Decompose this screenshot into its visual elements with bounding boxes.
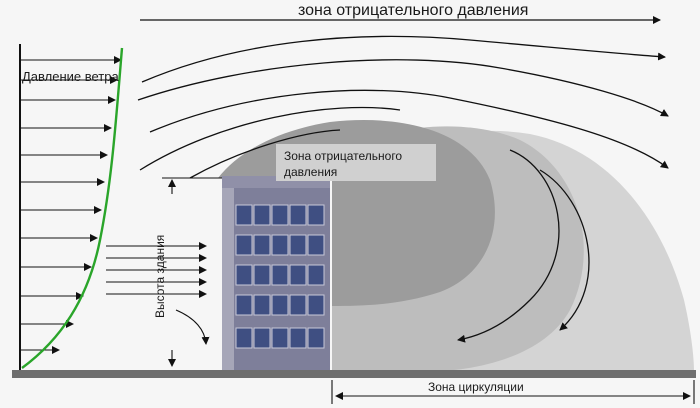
building-window [307,327,325,349]
building-window [271,294,289,316]
building-window [271,327,289,349]
inner-zone-label-line2: давления [284,165,337,179]
building-window [307,264,325,286]
circulation-return-1 [457,149,560,343]
building-window [289,264,307,286]
building-height-label: Высота здания [153,235,167,318]
building-window [235,204,253,226]
circulation-return-2 [539,169,590,331]
streamline-3 [137,59,669,117]
streamline-5 [139,106,401,171]
wind-pressure-label: Давление ветра [22,69,119,84]
streamline-6 [189,129,341,179]
building-window [253,234,271,256]
building-window [253,327,271,349]
building-window [289,327,307,349]
building-window [235,294,253,316]
building-side [222,176,234,370]
building-window [289,234,307,256]
circulation-zone-dimension [331,380,695,404]
building-window [271,234,289,256]
approach-arrows [106,242,210,345]
building-window [235,264,253,286]
top-zone-label: зона отрицательного давления [298,2,528,19]
wind-pressure-profile [19,44,124,370]
building-window [253,294,271,316]
building-window [307,234,325,256]
building-window [253,264,271,286]
inner-zone-label-box [276,144,436,181]
building-window [271,204,289,226]
downwash-arrow [175,309,210,345]
circulation-zone-label: Зона циркуляции [428,380,524,394]
building-window [271,264,289,286]
streamline-4 [149,89,669,169]
inner-zone-label-line1: Зона отрицательного [284,149,402,163]
streamline-2 [141,35,666,83]
building-window [235,327,253,349]
pressure-curve [21,47,124,369]
pressure-arrows [21,56,122,354]
building-window [307,294,325,316]
building-window [307,204,325,226]
building-window [253,204,271,226]
building-height-dimension [162,177,222,367]
building-window [289,294,307,316]
building [222,176,330,370]
building-windows [235,204,325,349]
airflow-streamlines [137,16,669,343]
building-window [289,204,307,226]
building-window [235,234,253,256]
ground [12,370,696,378]
